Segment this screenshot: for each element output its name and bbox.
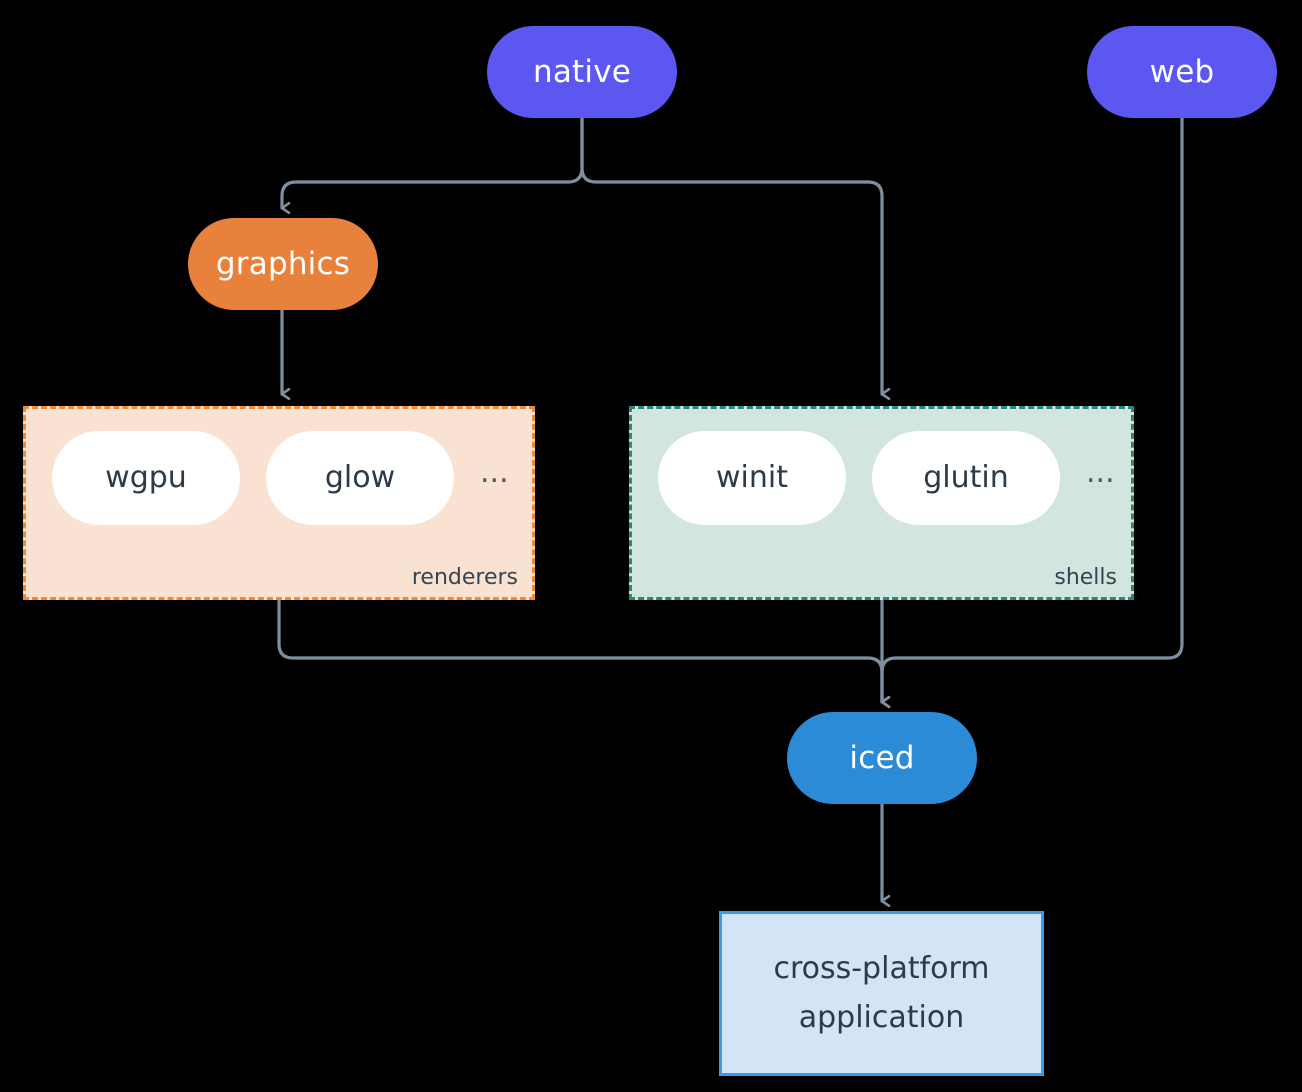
- group-label-shells: shells: [1054, 565, 1117, 590]
- group-renderers[interactable]: wgpu glow ... renderers: [23, 406, 535, 600]
- renderers-overflow-ellipsis: ...: [480, 455, 509, 490]
- shells-item-winit[interactable]: winit: [658, 431, 846, 525]
- renderers-item-wgpu[interactable]: wgpu: [52, 431, 240, 525]
- group-shells[interactable]: winit glutin ... shells: [629, 406, 1134, 600]
- node-iced[interactable]: iced: [787, 712, 977, 804]
- renderers-item-row: wgpu glow ...: [52, 431, 509, 525]
- group-label-renderers: renderers: [411, 565, 518, 590]
- shells-item-row: winit glutin ...: [658, 431, 1115, 525]
- edge-native-graphics: [280, 116, 584, 215]
- node-graphics[interactable]: graphics: [188, 218, 378, 310]
- edge-renderers-iced: [277, 598, 891, 709]
- edge-web-iced: [880, 116, 1184, 709]
- node-web[interactable]: web: [1087, 26, 1277, 118]
- node-cross-platform-application[interactable]: cross-platform application: [719, 911, 1044, 1076]
- renderers-item-glow[interactable]: glow: [266, 431, 454, 525]
- node-native[interactable]: native: [487, 26, 677, 118]
- application-label-line2: application: [798, 999, 965, 1035]
- edge-native-shells: [580, 116, 891, 401]
- shells-overflow-ellipsis: ...: [1086, 455, 1115, 490]
- application-label-line1: cross-platform: [773, 950, 990, 986]
- shells-item-glutin[interactable]: glutin: [872, 431, 1060, 525]
